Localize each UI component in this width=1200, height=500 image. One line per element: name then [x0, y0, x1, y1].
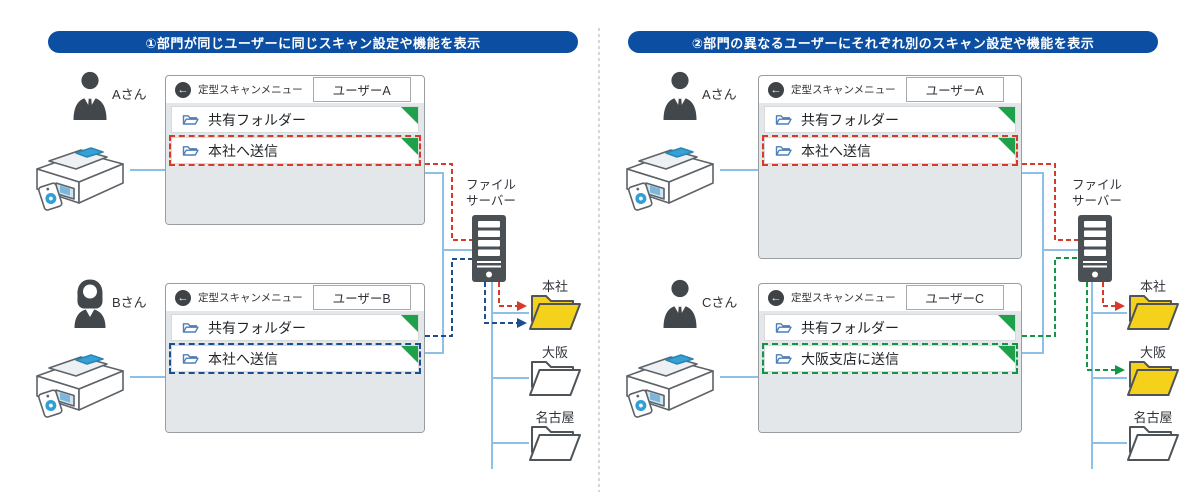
folder-icon	[775, 146, 792, 156]
printer-icon	[620, 344, 720, 422]
file-server-label-line2: サーバー	[466, 194, 516, 208]
folder-nagoya-icon	[528, 422, 582, 462]
folder-osaka-icon	[528, 357, 582, 397]
menu-item-shared-folder[interactable]: 共有フォルダー	[171, 314, 419, 341]
file-server-icon	[1078, 215, 1112, 282]
file-server-label: ファイル サーバー	[459, 177, 523, 209]
corner-flag-icon	[998, 138, 1015, 155]
menu-item-send-to-osaka-branch[interactable]: 大阪支店に送信	[762, 343, 1018, 374]
back-icon[interactable]: ←	[768, 81, 784, 98]
menu-item-shared-folder[interactable]: 共有フォルダー	[764, 106, 1016, 133]
highlight-box-red	[169, 135, 421, 166]
file-server-label-line1: ファイル	[465, 178, 516, 192]
folder-icon	[182, 354, 199, 364]
user-badge: ユーザーC	[905, 285, 1004, 310]
folder-icon	[775, 354, 792, 364]
menu-item-label: 共有フォルダー	[801, 319, 899, 336]
printer-icon	[620, 137, 720, 215]
corner-flag-icon	[998, 315, 1015, 332]
menu-item-shared-folder[interactable]: 共有フォルダー	[764, 314, 1016, 341]
person-icon-a	[72, 70, 108, 120]
screen-header: ← 定型スキャンメニュー ユーザーA	[759, 76, 1021, 103]
file-server-icon	[472, 215, 506, 282]
file-server-label-line1: ファイル	[1071, 178, 1122, 192]
panel-1-title: ①部門が同じユーザーに同じスキャン設定や機能を表示	[145, 35, 481, 51]
folder-hq-icon	[1126, 291, 1180, 331]
menu-item-label: 共有フォルダー	[208, 111, 306, 128]
panel-2-title: ②部門の異なるユーザーにそれぞれ別のスキャン設定や機能を表示	[691, 35, 1095, 51]
folder-osaka-icon	[1126, 357, 1180, 397]
person-label-c: Cさん	[702, 295, 738, 310]
folder-icon	[182, 115, 199, 125]
scan-menu-screen-user-a: ← 定型スキャンメニュー ユーザーA 共有フォルダー 本社へ送信	[165, 75, 425, 225]
scan-menu-title: 定型スキャンメニュー	[791, 84, 896, 96]
folder-label-osaka: 大阪	[1139, 345, 1166, 360]
person-label-a2: Aさん	[702, 87, 737, 102]
folder-label-nagoya: 名古屋	[1133, 410, 1173, 425]
folder-icon	[182, 146, 199, 156]
screen-body: 共有フォルダー 本社へ送信	[166, 311, 424, 432]
corner-flag-icon	[401, 138, 418, 155]
folder-icon	[182, 323, 199, 333]
screen-header: ← 定型スキャンメニュー ユーザーB	[166, 284, 424, 311]
menu-item-send-to-hq[interactable]: 本社へ送信	[762, 135, 1018, 166]
menu-item-send-to-hq[interactable]: 本社へ送信	[169, 343, 421, 374]
folder-label-osaka: 大阪	[541, 345, 568, 360]
menu-item-label: 本社へ送信	[208, 142, 278, 159]
person-label-a: Aさん	[112, 87, 147, 102]
corner-flag-icon	[401, 346, 418, 363]
menu-item-label: 共有フォルダー	[208, 319, 306, 336]
folder-label-hq: 本社	[541, 279, 568, 294]
folder-icon	[775, 323, 792, 333]
menu-item-label: 本社へ送信	[208, 350, 278, 367]
scan-menu-screen-user-a2: ← 定型スキャンメニュー ユーザーA 共有フォルダー 本社へ送信	[758, 75, 1022, 259]
printer-icon	[30, 344, 130, 422]
scan-menu-screen-user-c: ← 定型スキャンメニュー ユーザーC 共有フォルダー 大阪支店に送信	[758, 283, 1022, 433]
back-icon[interactable]: ←	[175, 289, 191, 306]
folder-label-hq: 本社	[1139, 279, 1166, 294]
menu-item-shared-folder[interactable]: 共有フォルダー	[171, 106, 419, 133]
corner-flag-icon	[998, 346, 1015, 363]
panel-2-title-banner: ②部門の異なるユーザーにそれぞれ別のスキャン設定や機能を表示	[628, 31, 1158, 53]
screen-header: ← 定型スキャンメニュー ユーザーA	[166, 76, 424, 103]
file-server-label-line2: サーバー	[1072, 194, 1122, 208]
folder-label-nagoya: 名古屋	[535, 410, 575, 425]
user-badge: ユーザーA	[312, 77, 411, 102]
person-icon-c	[662, 278, 698, 328]
screen-header: ← 定型スキャンメニュー ユーザーC	[759, 284, 1021, 311]
corner-flag-icon	[401, 315, 418, 332]
menu-item-label: 本社へ送信	[801, 142, 871, 159]
menu-item-label: 大阪支店に送信	[801, 350, 899, 367]
screen-body: 共有フォルダー 大阪支店に送信	[759, 311, 1021, 432]
screen-body: 共有フォルダー 本社へ送信	[759, 103, 1021, 258]
back-icon[interactable]: ←	[768, 289, 784, 306]
panel-1-title-banner: ①部門が同じユーザーに同じスキャン設定や機能を表示	[48, 31, 578, 53]
back-icon[interactable]: ←	[175, 81, 191, 98]
scan-menu-title: 定型スキャンメニュー	[198, 292, 303, 304]
person-icon-b	[72, 278, 108, 328]
highlight-box-navy	[169, 343, 421, 374]
corner-flag-icon	[401, 107, 418, 124]
printer-icon	[30, 137, 130, 215]
scan-menu-title: 定型スキャンメニュー	[198, 84, 303, 96]
scan-menu-title: 定型スキャンメニュー	[791, 292, 896, 304]
person-label-b: Bさん	[112, 295, 147, 310]
person-icon-a2	[662, 70, 698, 120]
menu-item-send-to-hq[interactable]: 本社へ送信	[169, 135, 421, 166]
user-badge: ユーザーB	[312, 285, 411, 310]
screen-body: 共有フォルダー 本社へ送信	[166, 103, 424, 224]
folder-icon	[775, 115, 792, 125]
scan-menu-screen-user-b: ← 定型スキャンメニュー ユーザーB 共有フォルダー 本社へ送信	[165, 283, 425, 433]
folder-hq-icon	[528, 291, 582, 331]
corner-flag-icon	[998, 107, 1015, 124]
folder-nagoya-icon	[1126, 422, 1180, 462]
user-badge: ユーザーA	[905, 77, 1004, 102]
file-server-label: ファイル サーバー	[1065, 177, 1129, 209]
menu-item-label: 共有フォルダー	[801, 111, 899, 128]
